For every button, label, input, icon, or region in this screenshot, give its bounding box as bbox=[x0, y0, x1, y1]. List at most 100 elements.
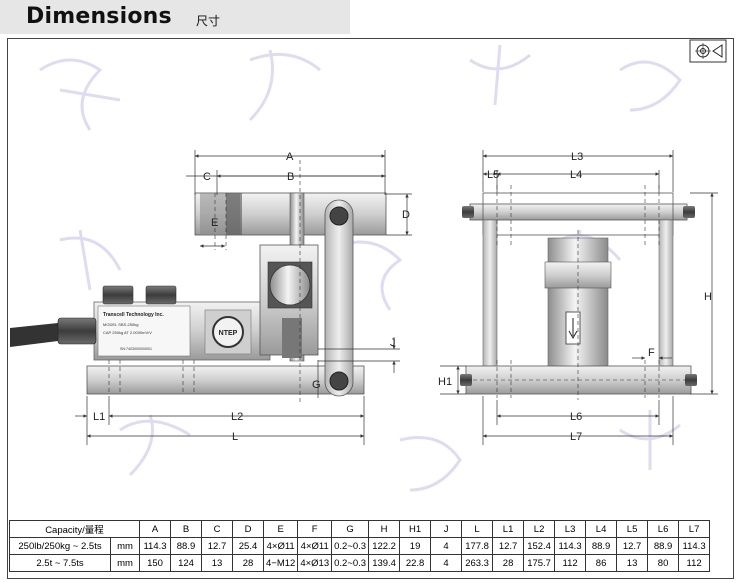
table-header-capacity: Capacity/量程 bbox=[9, 520, 140, 538]
dim-label-E: E bbox=[211, 217, 218, 229]
table-cell: 152.4 bbox=[523, 537, 556, 555]
table-cell: 114.3 bbox=[139, 537, 171, 555]
table-cell: 28 bbox=[232, 554, 264, 572]
table-cell: 177.8 bbox=[461, 537, 494, 555]
table-cell: 139.4 bbox=[368, 554, 401, 572]
dim-label-L7: L7 bbox=[570, 431, 582, 443]
base-plate bbox=[86, 365, 365, 395]
side-top-bar bbox=[469, 203, 688, 221]
table-col-header: L6 bbox=[647, 520, 680, 538]
watermark bbox=[39, 44, 682, 492]
table-col-header: A bbox=[139, 520, 171, 538]
table-cell: 114.3 bbox=[678, 537, 711, 555]
title-bar: Dimensions 尺寸 bbox=[0, 0, 350, 34]
dim-label-C: C bbox=[203, 171, 211, 183]
table-cell: 122.2 bbox=[368, 537, 401, 555]
dim-label-H: H bbox=[704, 291, 712, 303]
table-cell: 88.9 bbox=[647, 537, 680, 555]
table-cell: 12.7 bbox=[201, 537, 233, 555]
projection-symbol-icon bbox=[689, 39, 727, 63]
table-cell: 19 bbox=[399, 537, 432, 555]
side-bolt-tl-icon bbox=[462, 206, 474, 218]
link-bolt-bottom-icon bbox=[329, 371, 349, 391]
drawing-frame bbox=[7, 38, 734, 579]
dim-label-L2: L2 bbox=[231, 411, 243, 423]
technical-drawing: Transcell Technology Inc. MODEL SBS-250k… bbox=[10, 39, 727, 492]
page-subtitle: 尺寸 bbox=[196, 14, 221, 28]
dim-label-L5: L5 bbox=[487, 169, 499, 181]
dim-label-A: A bbox=[286, 151, 294, 163]
dim-label-F: F bbox=[648, 347, 655, 359]
dim-label-H1: H1 bbox=[438, 376, 452, 388]
table-cell-capacity: 2.5t ~ 7.5ts bbox=[9, 554, 111, 572]
table-col-header: L5 bbox=[616, 520, 649, 538]
label-line1: MODEL SBS-250kg bbox=[103, 322, 138, 327]
label-brand: Transcell Technology Inc. bbox=[103, 312, 164, 318]
table-cell: 80 bbox=[647, 554, 680, 572]
table-col-header: L1 bbox=[492, 520, 525, 538]
table-cell: 12.7 bbox=[616, 537, 649, 555]
table-cell: 88.9 bbox=[585, 537, 618, 555]
table-col-header: F bbox=[297, 520, 333, 538]
side-view: L3 L5 L4 H H1 F L6 L7 bbox=[438, 150, 718, 445]
table-row: 250lb/250kg ~ 2.5ts mm 114.3 88.9 12.7 2… bbox=[9, 537, 711, 555]
table-cell: 4×Ø11 bbox=[262, 537, 299, 555]
side-bolt-tr-icon bbox=[683, 206, 695, 218]
label-line2: CAP 250kg AT 2.0000mV/V bbox=[103, 330, 152, 335]
table-cell: 0.2~0.3 bbox=[331, 554, 370, 572]
table-cell: 13 bbox=[201, 554, 233, 572]
table-cell: 88.9 bbox=[170, 537, 202, 555]
front-view: Transcell Technology Inc. MODEL SBS-250k… bbox=[10, 150, 412, 445]
table-col-header: J bbox=[430, 520, 463, 538]
table-cell: 4 bbox=[430, 554, 463, 572]
table-cell: 22.8 bbox=[399, 554, 432, 572]
table-cell: 112 bbox=[554, 554, 587, 572]
table-col-header: L bbox=[461, 520, 494, 538]
label-plate bbox=[97, 305, 191, 357]
table-cell: 13 bbox=[616, 554, 649, 572]
spec-table: Capacity/量程 A B C D E F G H H1 J L L1 L2… bbox=[9, 520, 711, 572]
dim-label-L1: L1 bbox=[93, 411, 105, 423]
table-cell: 175.7 bbox=[523, 554, 556, 572]
table-cell: 4×Ø11 bbox=[297, 537, 333, 555]
cable-gland-left bbox=[102, 285, 134, 305]
cable-strain-relief bbox=[57, 317, 97, 345]
dim-label-B: B bbox=[287, 171, 294, 183]
dim-label-J: J bbox=[390, 337, 396, 349]
page-title: Dimensions bbox=[26, 4, 172, 29]
table-cell: 114.3 bbox=[554, 537, 587, 555]
table-col-header: H bbox=[368, 520, 401, 538]
dim-label-L: L bbox=[232, 431, 238, 443]
table-header-row: Capacity/量程 A B C D E F G H H1 J L L1 L2… bbox=[9, 520, 711, 538]
table-cell: 86 bbox=[585, 554, 618, 572]
table-cell: 28 bbox=[492, 554, 525, 572]
table-cell-capacity: 250lb/250kg ~ 2.5ts bbox=[9, 537, 111, 555]
ntep-logo-text: NTEP bbox=[219, 330, 238, 337]
table-cell: 150 bbox=[139, 554, 171, 572]
label-line3: SN:7403000000001 bbox=[120, 347, 152, 351]
ball-joint bbox=[269, 264, 311, 306]
table-cell: 0.2~0.3 bbox=[331, 537, 370, 555]
dim-label-G: G bbox=[312, 379, 321, 391]
dim-label-L4: L4 bbox=[570, 169, 582, 181]
table-col-header: G bbox=[331, 520, 370, 538]
dim-label-L6: L6 bbox=[570, 411, 582, 423]
dim-label-L3: L3 bbox=[571, 151, 583, 163]
table-col-header: H1 bbox=[399, 520, 432, 538]
table-col-header: B bbox=[170, 520, 202, 538]
cable-gland-right bbox=[145, 285, 177, 305]
table-cell: 112 bbox=[678, 554, 711, 572]
table-col-header: L3 bbox=[554, 520, 587, 538]
link-bolt-top-icon bbox=[329, 206, 349, 226]
table-col-header: C bbox=[201, 520, 233, 538]
table-cell-unit: mm bbox=[110, 554, 140, 572]
table-cell: 4−M12 bbox=[262, 554, 299, 572]
table-cell: 25.4 bbox=[232, 537, 264, 555]
table-col-header: D bbox=[232, 520, 264, 538]
table-cell: 4×Ø13 bbox=[297, 554, 333, 572]
table-col-header: L2 bbox=[523, 520, 556, 538]
table-cell: 124 bbox=[170, 554, 202, 572]
table-col-header: L4 bbox=[585, 520, 618, 538]
table-cell: 263.3 bbox=[461, 554, 494, 572]
ntep-logo-icon bbox=[212, 316, 244, 348]
